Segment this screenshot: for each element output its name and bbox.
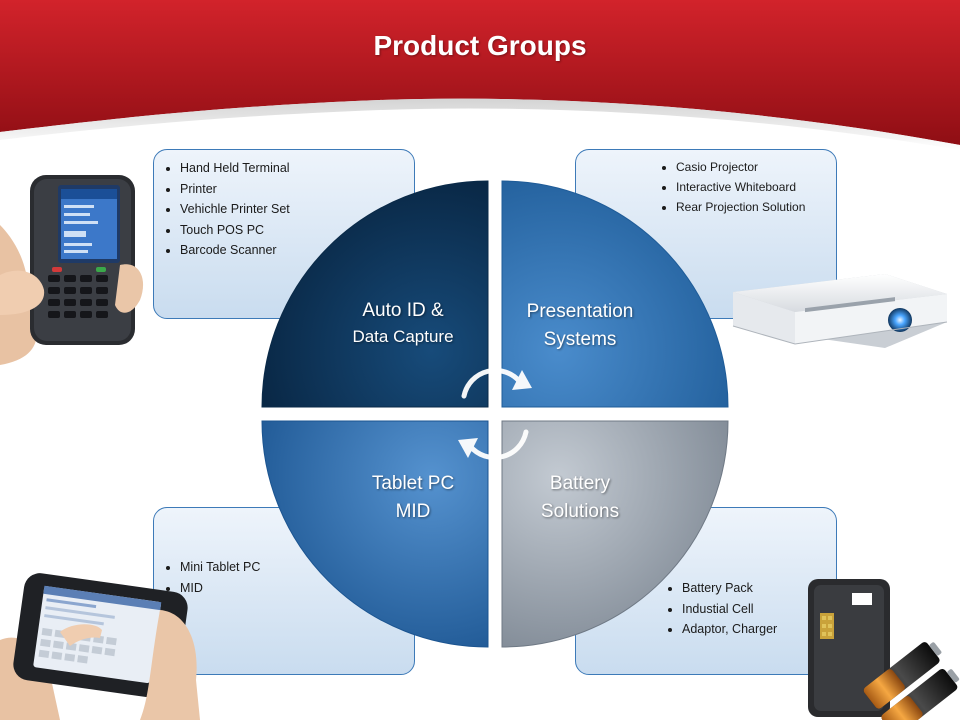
quadrant-label-line: Solutions bbox=[540, 501, 620, 522]
list-item: Touch POS PC bbox=[180, 220, 290, 241]
quadrant-label-line: Auto ID & bbox=[362, 300, 444, 321]
quadrant-label-line: MID bbox=[395, 501, 431, 522]
battery-icon bbox=[808, 579, 960, 720]
list-item: Rear Projection Solution bbox=[676, 197, 805, 217]
list-item: Casio Projector bbox=[676, 157, 805, 177]
list-item: Battery Pack bbox=[682, 578, 777, 599]
product-cycle-diagram bbox=[261, 180, 729, 648]
quadrant-label-tablet: Tablet PC MID bbox=[338, 470, 488, 526]
quadrant-label-line: Systems bbox=[543, 329, 617, 350]
handheld-terminal-icon bbox=[0, 175, 144, 365]
page-title: Product Groups bbox=[373, 30, 587, 61]
list-item: Mini Tablet PC bbox=[180, 557, 260, 578]
quadrant-battery[interactable] bbox=[501, 420, 729, 648]
quadrant-label-battery: Battery Solutions bbox=[505, 470, 655, 526]
quadrant-label-line: Tablet PC bbox=[371, 473, 455, 494]
list-item: Hand Held Terminal bbox=[180, 158, 290, 179]
quadrant-label-auto-id: Auto ID & Data Capture bbox=[328, 298, 478, 350]
tablet-list: Mini Tablet PC MID bbox=[156, 557, 260, 598]
circular-arrows-icon bbox=[458, 367, 532, 461]
list-item: Adaptor, Charger bbox=[682, 619, 777, 640]
list-item: MID bbox=[180, 578, 260, 599]
tablet-device-icon bbox=[0, 573, 200, 720]
quadrant-label-line: Data Capture bbox=[352, 327, 454, 346]
quadrant-label-line: Battery bbox=[549, 473, 611, 494]
quadrant-auto-id[interactable] bbox=[261, 180, 489, 408]
quadrant-presentation[interactable] bbox=[501, 180, 729, 408]
list-item: Vehichle Printer Set bbox=[180, 199, 290, 220]
header-banner bbox=[0, 0, 960, 150]
quadrant-label-presentation: Presentation Systems bbox=[505, 298, 655, 354]
presentation-list: Casio Projector Interactive Whiteboard R… bbox=[652, 157, 805, 217]
battery-list: Battery Pack Industial Cell Adaptor, Cha… bbox=[658, 578, 777, 640]
list-item: Barcode Scanner bbox=[180, 240, 290, 261]
list-item: Industial Cell bbox=[682, 599, 777, 620]
quadrant-tablet[interactable] bbox=[261, 420, 489, 648]
auto-id-list: Hand Held Terminal Printer Vehichle Prin… bbox=[156, 158, 290, 261]
list-item: Printer bbox=[180, 179, 290, 200]
projector-icon bbox=[732, 274, 948, 348]
list-item: Interactive Whiteboard bbox=[676, 177, 805, 197]
quadrant-label-line: Presentation bbox=[526, 301, 634, 322]
